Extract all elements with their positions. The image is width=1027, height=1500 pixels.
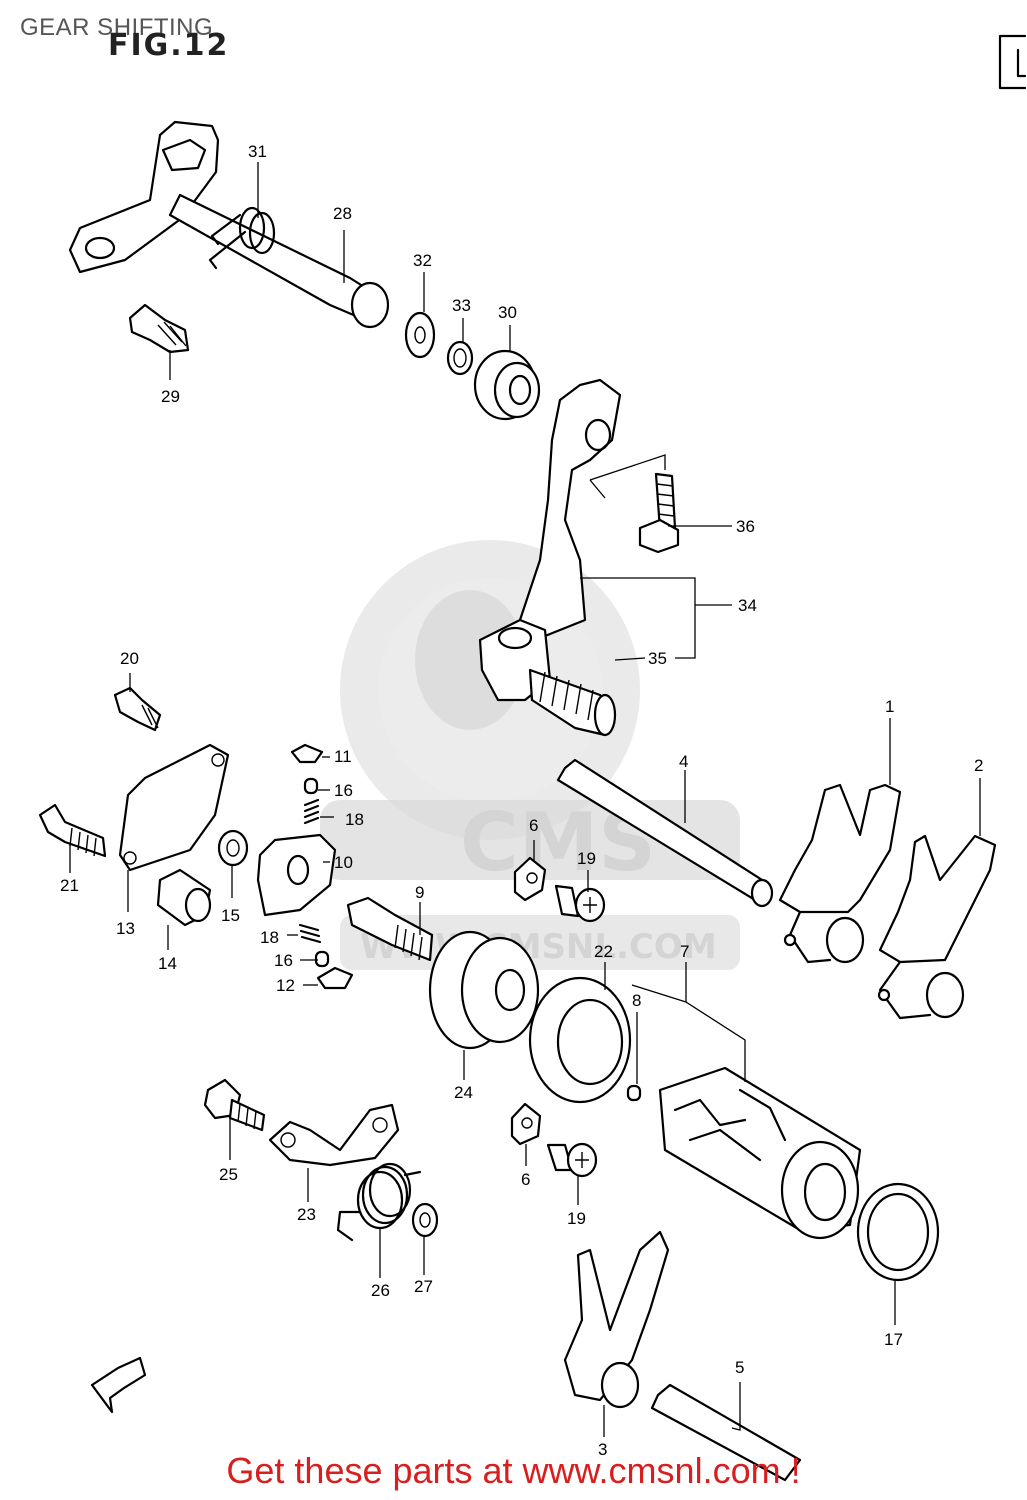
callout-24: 24 bbox=[454, 1083, 473, 1102]
part-cam-drum-7 bbox=[658, 1066, 862, 1240]
callout-18a: 18 bbox=[345, 810, 364, 829]
callout-20: 20 bbox=[120, 649, 139, 668]
part-fork-shaft-5 bbox=[650, 1383, 802, 1482]
callout-33: 33 bbox=[452, 296, 471, 315]
part-pawl-12 bbox=[316, 966, 354, 990]
callout-31: 31 bbox=[248, 142, 267, 161]
callout-32: 32 bbox=[413, 251, 432, 270]
callout-30: 30 bbox=[498, 303, 517, 322]
part-bolt-29 bbox=[128, 303, 190, 354]
callout-6a: 6 bbox=[529, 816, 538, 835]
callout-21: 21 bbox=[60, 876, 79, 895]
callout-9: 9 bbox=[415, 883, 424, 902]
part-washer-32 bbox=[404, 311, 436, 359]
part-gear-shift-lever bbox=[478, 378, 622, 737]
front-arrow-icon bbox=[90, 1356, 147, 1414]
frame-bracket bbox=[998, 34, 1027, 90]
part-arm-23 bbox=[268, 1103, 400, 1167]
callout-1: 1 bbox=[885, 697, 894, 716]
part-washer-27 bbox=[411, 1202, 439, 1238]
part-shift-shaft bbox=[68, 120, 390, 329]
part-shift-fork-3 bbox=[563, 1230, 670, 1409]
part-bearing-30 bbox=[473, 349, 541, 421]
part-bearing-17 bbox=[856, 1182, 940, 1282]
callout-14: 14 bbox=[158, 954, 177, 973]
callout-15: 15 bbox=[221, 906, 240, 925]
callout-29: 29 bbox=[161, 387, 180, 406]
callout-13: 13 bbox=[116, 919, 135, 938]
part-screw-19a bbox=[554, 884, 606, 923]
part-guide-pin-9 bbox=[346, 896, 434, 962]
callout-17: 17 bbox=[884, 1330, 903, 1349]
callout-25: 25 bbox=[219, 1165, 238, 1184]
callout-22: 22 bbox=[594, 942, 613, 961]
part-shift-fork-2 bbox=[877, 834, 997, 1020]
part-cam-gear-24 bbox=[428, 930, 540, 1050]
callout-10: 10 bbox=[334, 853, 353, 872]
part-pin-8 bbox=[626, 1084, 642, 1102]
part-fork-shaft-4 bbox=[556, 758, 774, 908]
part-pin-16b bbox=[314, 950, 330, 968]
callout-labels: 31 28 32 33 30 29 36 34 35 20 11 16 18 1… bbox=[60, 142, 983, 1459]
part-cam-pawl-10 bbox=[256, 833, 337, 917]
part-spring-26 bbox=[336, 1162, 422, 1242]
part-bolt-36 bbox=[638, 472, 680, 554]
callout-19b: 19 bbox=[567, 1209, 586, 1228]
callout-4: 4 bbox=[679, 752, 688, 771]
part-bearing-22 bbox=[528, 976, 632, 1104]
part-retainer-6a bbox=[513, 856, 547, 902]
part-bolt-21 bbox=[38, 803, 107, 858]
callout-6b: 6 bbox=[521, 1170, 530, 1189]
footer-link[interactable]: Get these parts at www.cmsnl.com ! bbox=[226, 1450, 801, 1491]
callout-18b: 18 bbox=[260, 928, 279, 947]
page-title: GEAR SHIFTING bbox=[20, 14, 214, 41]
part-washer-15 bbox=[217, 829, 249, 867]
part-shift-fork-1 bbox=[778, 783, 902, 964]
callout-3: 3 bbox=[598, 1440, 607, 1459]
figure-label: FIG.12 bbox=[108, 28, 230, 63]
callout-23: 23 bbox=[297, 1205, 316, 1224]
callout-16a: 16 bbox=[334, 781, 353, 800]
callout-2: 2 bbox=[974, 756, 983, 775]
callout-26: 26 bbox=[371, 1281, 390, 1300]
part-bolt-25 bbox=[203, 1078, 266, 1132]
callout-7: 7 bbox=[680, 942, 689, 961]
callout-36: 36 bbox=[736, 517, 755, 536]
part-spring-18b bbox=[298, 923, 322, 944]
part-screw-19b bbox=[546, 1142, 598, 1178]
callout-27: 27 bbox=[414, 1277, 433, 1296]
part-retainer-6b bbox=[510, 1102, 542, 1146]
part-ring-33 bbox=[446, 340, 474, 376]
part-stopper-plate-13 bbox=[118, 743, 230, 872]
callout-35: 35 bbox=[648, 649, 667, 668]
callout-34: 34 bbox=[738, 596, 757, 615]
part-pin-16a bbox=[303, 777, 319, 795]
part-spring-18a bbox=[303, 798, 320, 825]
callout-8: 8 bbox=[632, 991, 641, 1010]
callout-16b: 16 bbox=[274, 951, 293, 970]
callout-11: 11 bbox=[334, 747, 352, 766]
part-bolt-20 bbox=[113, 686, 162, 732]
callout-19a: 19 bbox=[577, 849, 596, 868]
leader-lines bbox=[69, 162, 981, 1437]
part-pawl-11 bbox=[290, 743, 324, 764]
part-collar-14 bbox=[156, 868, 212, 927]
callout-28: 28 bbox=[333, 204, 352, 223]
callout-5: 5 bbox=[735, 1358, 744, 1377]
callout-12: 12 bbox=[276, 976, 295, 995]
